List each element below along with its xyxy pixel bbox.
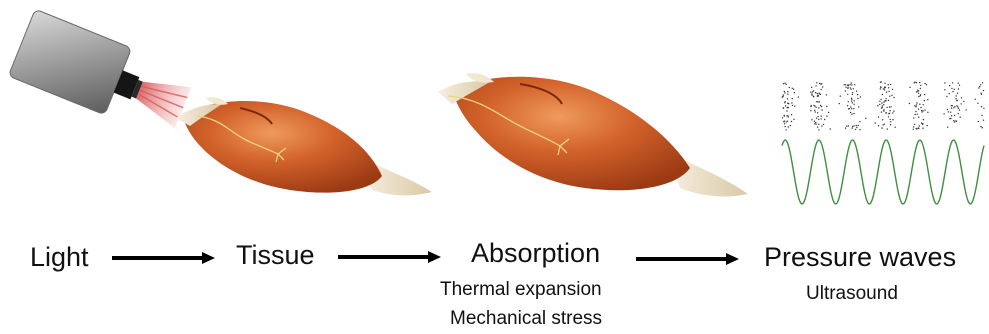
step-label-tissue: Tissue (236, 242, 315, 269)
arrow-light-to-tissue (112, 250, 216, 266)
step-label-pressure-waves: Pressure waves (764, 244, 956, 271)
pressure-detail-ultrasound: Ultrasound (806, 284, 898, 303)
absorption-detail-thermal: Thermal expansion (440, 280, 602, 299)
muscle-tissue-icon (176, 97, 432, 195)
light-source-icon (8, 9, 196, 141)
pressure-wave-icon (782, 81, 985, 204)
arrow-tissue-to-absorption (338, 249, 442, 265)
muscle-absorbing-icon (438, 73, 748, 196)
compression-dot-field (782, 81, 985, 130)
absorption-detail-mechanical: Mechanical stress (450, 309, 602, 328)
arrow-absorption-to-pressure (636, 251, 740, 267)
step-label-light: Light (30, 244, 89, 271)
ultrasound-wave-line (782, 140, 984, 204)
step-label-absorption: Absorption (471, 240, 600, 267)
